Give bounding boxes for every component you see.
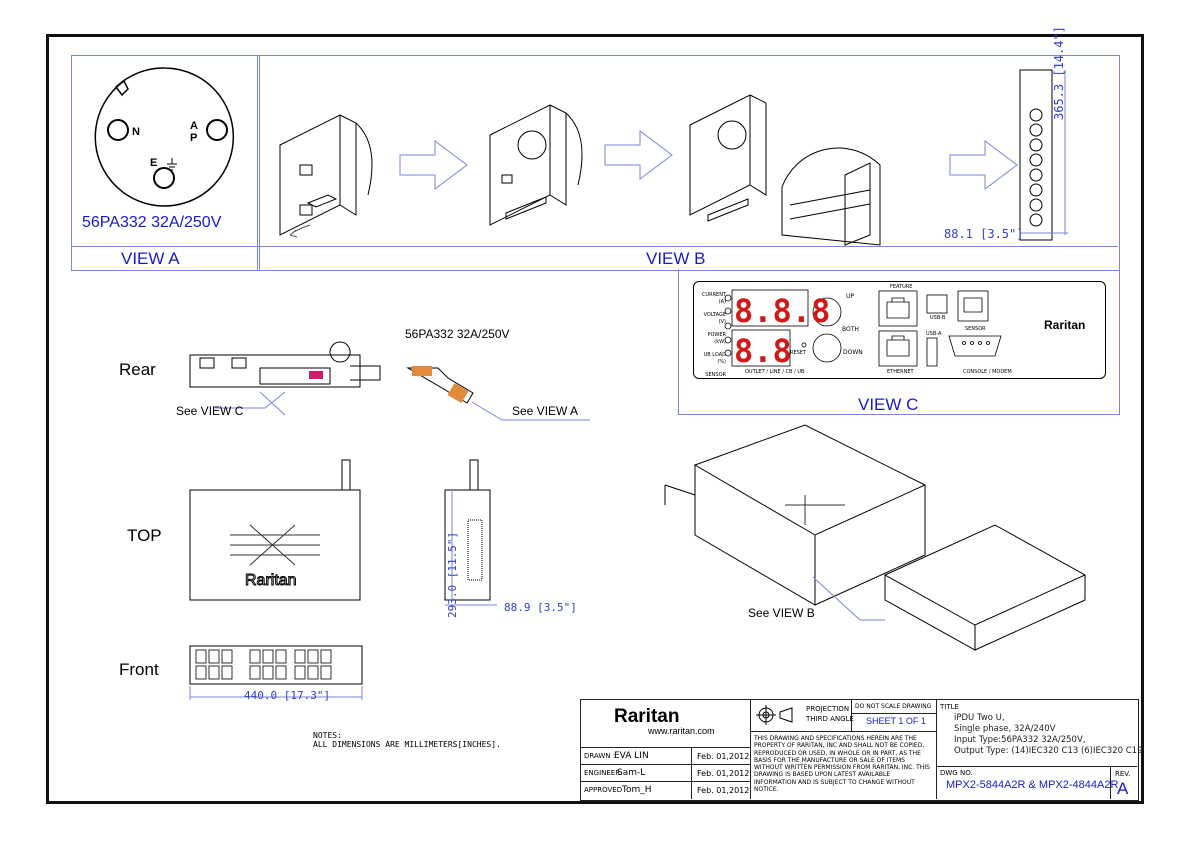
view-c-box [678, 269, 1120, 415]
projection-symbol-icon [756, 705, 793, 725]
panel-brand-logo: Raritan [1044, 318, 1086, 332]
svg-text:8.8: 8.8 [734, 332, 792, 370]
meter-labels: CURRENT (A) VOLTAGE (V) POWER (kW) UB LO… [698, 292, 726, 379]
bracket-install-sequence [279, 69, 1068, 246]
top-height-dim: 293.0 [11.5"] [446, 531, 459, 618]
see-view-a-label: See VIEW A [512, 404, 579, 418]
dwg-number: MPX2-5844A2R & MPX2-4844A2R [946, 779, 1119, 791]
title-line-2: Single phase, 32A/240V [954, 724, 1056, 734]
notes-title: NOTES: [313, 731, 342, 740]
top-drawing: Raritan [189, 459, 497, 606]
view-b-height-dim: 365.3 [14.4"] [1052, 26, 1066, 120]
usb-b-label: USB-B [930, 315, 946, 321]
projection-label: PROJECTION [806, 705, 850, 713]
plug-label: 56PA332 32A/250V [405, 327, 510, 341]
current-label: CURRENT (A) [701, 292, 726, 305]
svg-text:8.8.8: 8.8.8 [734, 292, 830, 330]
pin-a-label: A [190, 120, 198, 132]
pin-e-label: E [150, 157, 157, 169]
legal-notice: THIS DRAWING AND SPECIFICATIONS HEREIN A… [754, 735, 930, 794]
view-b-width-dim: 88.1 [3.5"] [944, 227, 1024, 241]
approved-by: Tom_H [622, 785, 652, 795]
title-block-url: www.raritan.com [648, 726, 715, 736]
console-label: CONSOLE / MODEM [963, 369, 1012, 375]
rear-label: Rear [119, 360, 156, 379]
drawn-label: DRAWN : [584, 752, 616, 760]
reset-label: RESET [790, 350, 807, 356]
engineer-name: Sam-L [617, 768, 646, 778]
third-angle-label: THIRD ANGLE [806, 715, 854, 723]
approved-label: APPROVED [584, 786, 623, 794]
do-not-scale-label: DO NOT SCALE DRAWING [855, 703, 932, 710]
view-label-divider [71, 246, 1118, 247]
see-view-b-label: See VIEW B [748, 606, 815, 620]
view-c-label: VIEW C [858, 395, 919, 414]
notes-line: ALL DIMENSIONS ARE MILLIMETERS[INCHES]. [313, 740, 501, 749]
outlet-line-label: OUTLET / LINE / CB / UB [745, 369, 805, 375]
drawing-frame [46, 34, 1144, 804]
view-b-label: VIEW B [646, 249, 706, 268]
isometric-drawing [664, 424, 1087, 651]
down-label: DOWN [843, 349, 863, 356]
ground-icon [167, 158, 177, 171]
control-panel [693, 281, 1106, 379]
title-block [580, 699, 1139, 801]
voltage-label: VOLTAGE (V) [703, 312, 726, 325]
up-button [812, 297, 842, 327]
view-a-box [71, 55, 260, 271]
pin-n-label: N [132, 126, 140, 138]
up-label: UP [846, 293, 855, 300]
power-label: POWER (kW) [707, 332, 726, 345]
rev-label: REV. [1115, 770, 1131, 778]
drawn-by: EVA LIN [614, 751, 649, 761]
arrow-icon [399, 130, 1018, 190]
rear-drawing [189, 341, 590, 421]
approved-date: Feb. 01,2012 [697, 786, 750, 795]
view-a-label: VIEW A [121, 249, 180, 268]
ub-load-label: UB LOAD (%) [703, 352, 726, 365]
title-line-4: Output Type: (14)IEC320 C13 (6)IEC320 C1… [954, 746, 1143, 756]
feature-label: FEATURE [890, 284, 913, 290]
engineer-date: Feb. 01,2012 [697, 769, 750, 778]
front-label: Front [119, 660, 159, 679]
rev-value: A [1117, 779, 1129, 798]
drawn-date: Feb. 01,2012 [697, 752, 750, 761]
title-label: TITLE [940, 703, 959, 711]
see-view-c-label: See VIEW C [176, 404, 244, 418]
top-width-dim: 88.9 [3.5"] [504, 601, 577, 614]
view-a-plug-model: 56PA332 32A/250V [82, 214, 222, 231]
svg-text:Raritan: Raritan [245, 572, 297, 589]
plug-face-drawing: N A P E [94, 67, 235, 207]
engineer-label: ENGINEER: [584, 769, 623, 777]
front-width-dim: 440.0 [17.3"] [244, 689, 331, 702]
pin-p-label: P [190, 132, 197, 144]
sheet-number: SHEET 1 OF 1 [866, 716, 926, 726]
ethernet-label: ETHERNET [887, 369, 914, 375]
view-b-box [257, 55, 1120, 271]
notes: NOTES: ALL DIMENSIONS ARE MILLIMETERS[IN… [313, 731, 501, 749]
front-drawing [189, 645, 363, 700]
panel-graphics: 8.8.8 8.8 [724, 289, 1002, 370]
top-label: TOP [127, 526, 162, 545]
title-line-3: Input Type:56PA332 32A/250V, [954, 735, 1086, 745]
sensor-port-label: SENSOR [965, 326, 986, 332]
usb-a-label: USB-A [926, 331, 942, 337]
dwg-no-label: DWG NO. [940, 769, 973, 777]
down-button [812, 333, 842, 363]
both-label: BOTH [842, 326, 859, 333]
title-text: iPDU Two U, Single phase, 32A/240V Input… [954, 713, 1143, 757]
title-block-brand-logo: Raritan [614, 706, 680, 727]
sensor-label: SENSOR [705, 372, 726, 378]
title-line-1: iPDU Two U, [954, 713, 1005, 723]
